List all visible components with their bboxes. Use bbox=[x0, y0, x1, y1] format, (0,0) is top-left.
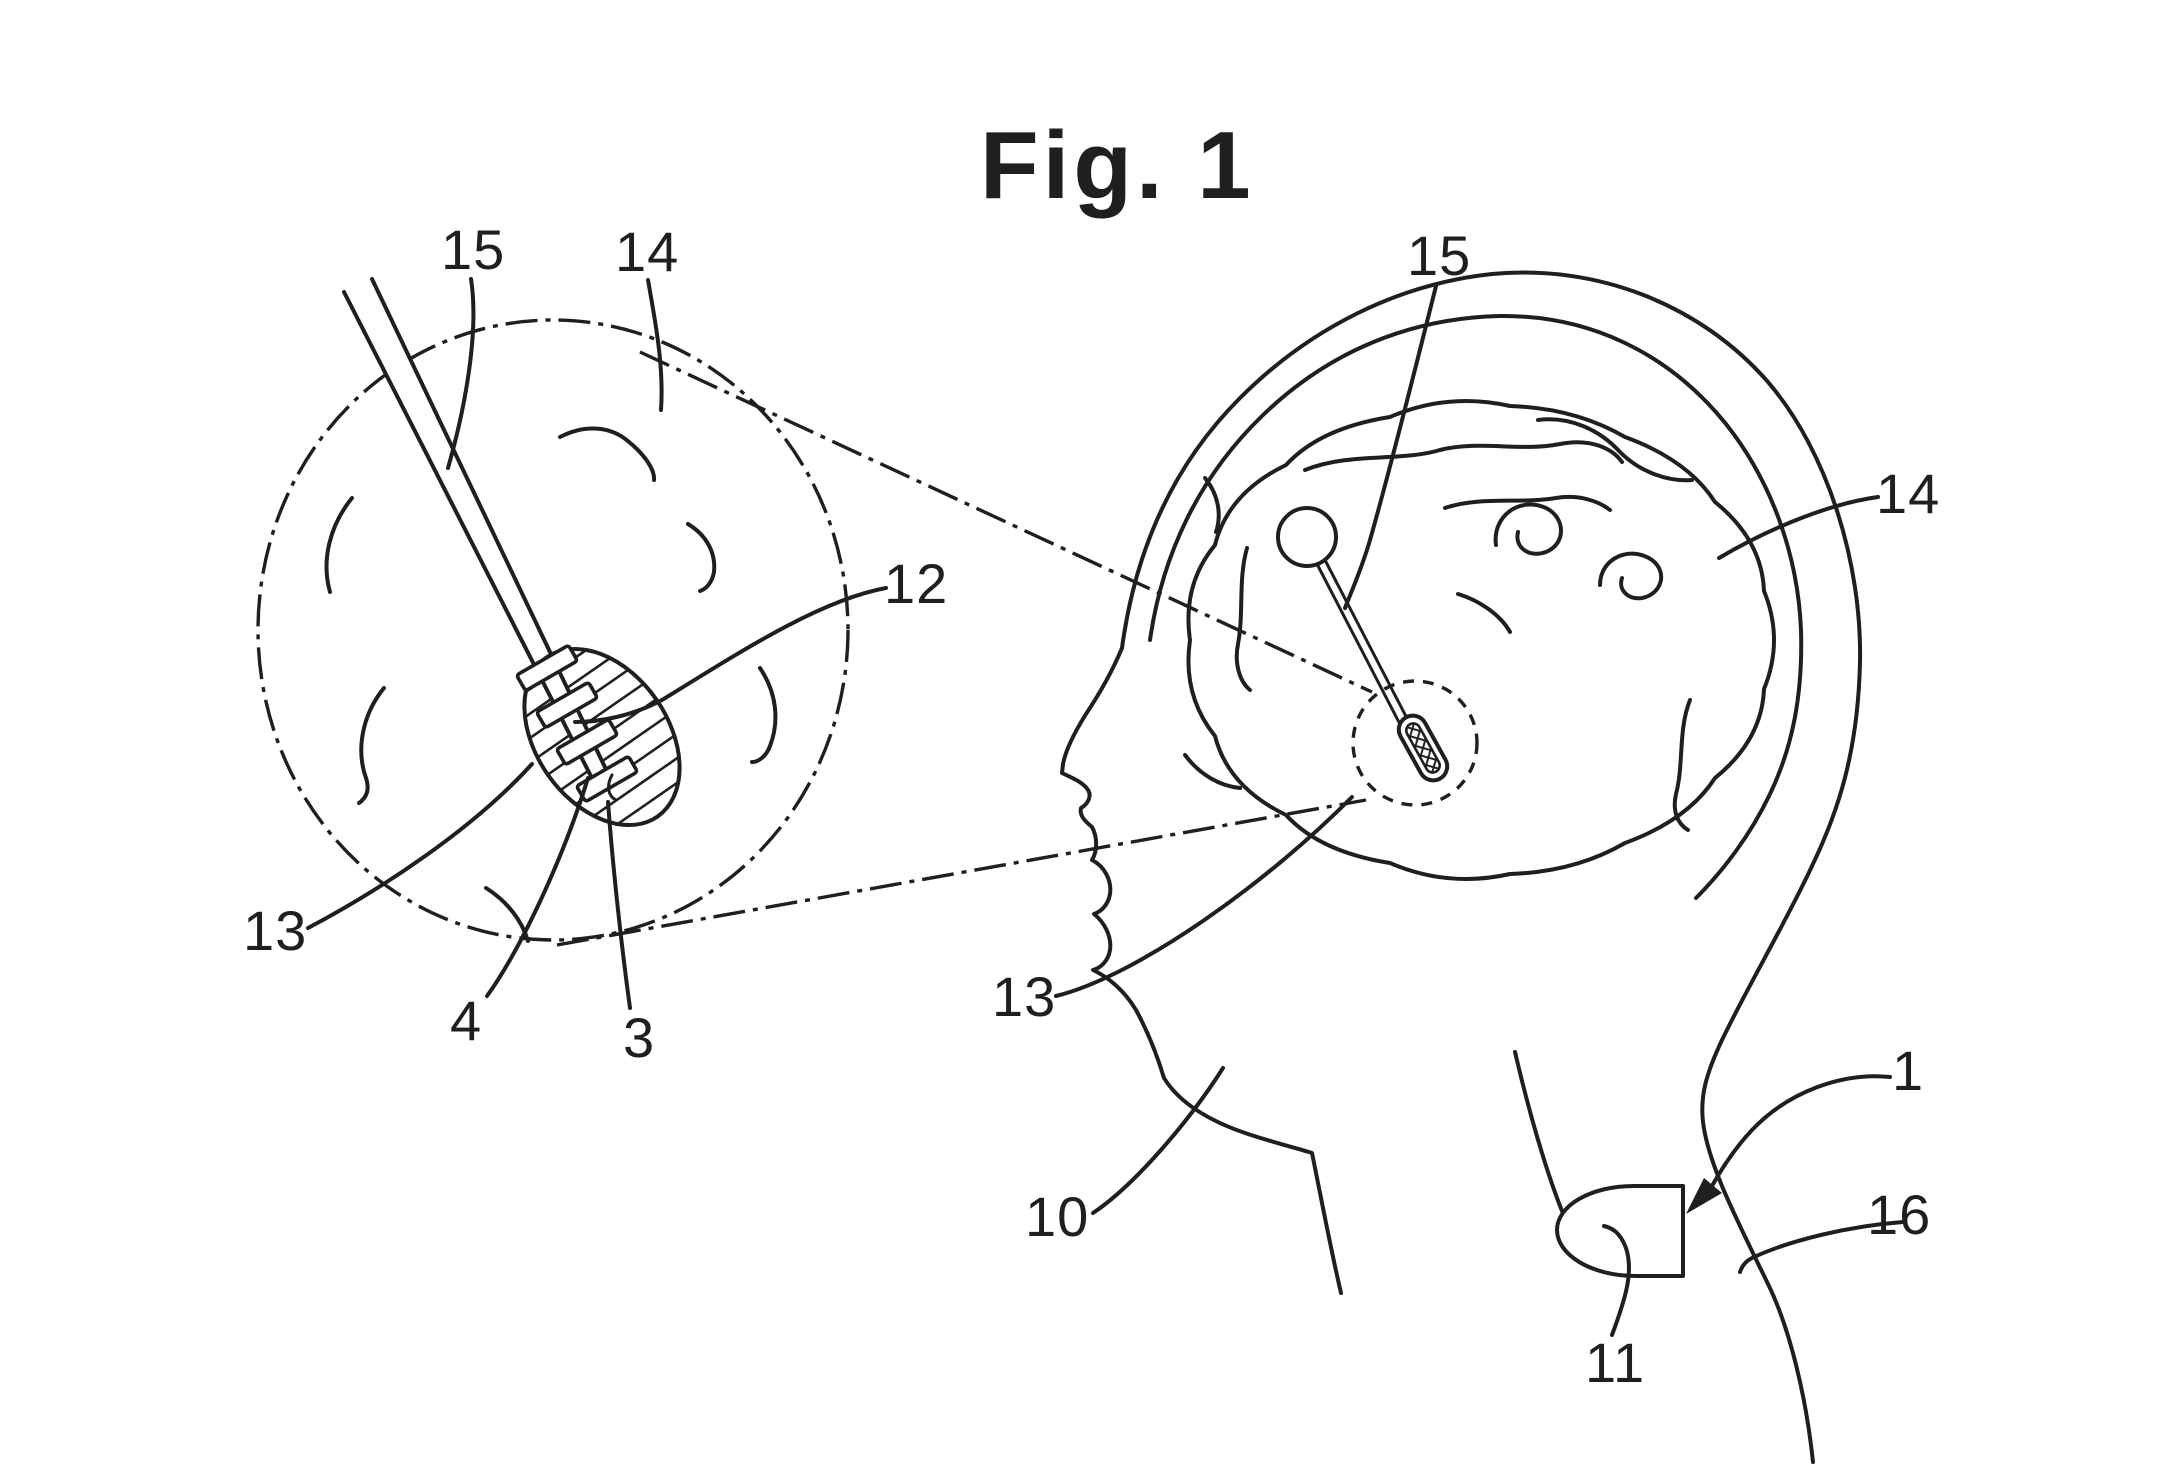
ref-label-right-14: 14 bbox=[1876, 462, 1941, 525]
leader-left-13 bbox=[306, 762, 534, 930]
leader-right-10 bbox=[1091, 1066, 1225, 1215]
target-site-dashed-circle bbox=[1351, 679, 1479, 807]
leader-left-14 bbox=[646, 278, 664, 412]
implanted-electrode bbox=[1276, 506, 1450, 783]
projection-line-upper bbox=[639, 350, 1373, 694]
ref-label-left-3: 3 bbox=[623, 1006, 656, 1069]
leader-left-12 bbox=[573, 586, 888, 724]
leader-right-15 bbox=[1343, 284, 1438, 610]
electrode-tip-hatched bbox=[1405, 722, 1441, 774]
ref-label-left-14: 14 bbox=[615, 220, 680, 283]
leader-left-3 bbox=[606, 800, 632, 1010]
brain-curl-2 bbox=[1598, 551, 1664, 601]
leader-right-13 bbox=[1054, 795, 1354, 998]
ref-label-left-15: 15 bbox=[441, 218, 506, 281]
electrode-contact-bands bbox=[515, 644, 639, 803]
behind-ear-device bbox=[1555, 1184, 1685, 1278]
detail-circle-outline bbox=[256, 318, 850, 942]
target-tissue-oval bbox=[344, 279, 712, 855]
ref-label-left-12: 12 bbox=[884, 552, 949, 615]
brain-outline bbox=[1186, 399, 1776, 881]
ear-front-line bbox=[1513, 1050, 1566, 1218]
ref-label-right-13: 13 bbox=[992, 965, 1057, 1028]
electrode-tip-hook bbox=[607, 773, 618, 802]
leader-right-1 bbox=[1710, 1074, 1892, 1188]
leader-right-16 bbox=[1738, 1220, 1905, 1274]
face-profile bbox=[1060, 646, 1343, 1295]
electrode-anchor-ball bbox=[1276, 506, 1338, 568]
electrode-shaft-line-a bbox=[1315, 562, 1406, 734]
ref-label-right-16: 16 bbox=[1867, 1183, 1932, 1246]
figure-title: Fig. 1 bbox=[980, 112, 1255, 219]
electrode-shaft-line-b bbox=[1323, 558, 1414, 730]
leader-lines-left bbox=[306, 277, 888, 1010]
ref-label-left-13: 13 bbox=[243, 899, 308, 962]
leader-right-11 bbox=[1602, 1224, 1631, 1337]
leader-lines-right bbox=[1054, 284, 1905, 1337]
detail-tissue-squiggles bbox=[324, 426, 778, 943]
head-outline bbox=[1120, 270, 1863, 1464]
leader-right-14 bbox=[1717, 495, 1880, 560]
leader-left-4 bbox=[485, 776, 590, 998]
ref-label-right-11: 11 bbox=[1585, 1331, 1646, 1394]
projection-line-lower bbox=[556, 798, 1367, 947]
brain-folds bbox=[1183, 417, 1694, 832]
ref-label-right-10: 10 bbox=[1025, 1185, 1090, 1248]
skull-inner-line bbox=[1148, 313, 1804, 900]
brain-curl-1 bbox=[1493, 502, 1563, 556]
arrowhead-to-device bbox=[1686, 1178, 1722, 1214]
ref-label-left-4: 4 bbox=[450, 989, 483, 1052]
leader-left-15 bbox=[446, 277, 476, 470]
ref-label-right-1: 1 bbox=[1892, 1039, 1925, 1102]
ref-label-right-15: 15 bbox=[1407, 224, 1472, 287]
